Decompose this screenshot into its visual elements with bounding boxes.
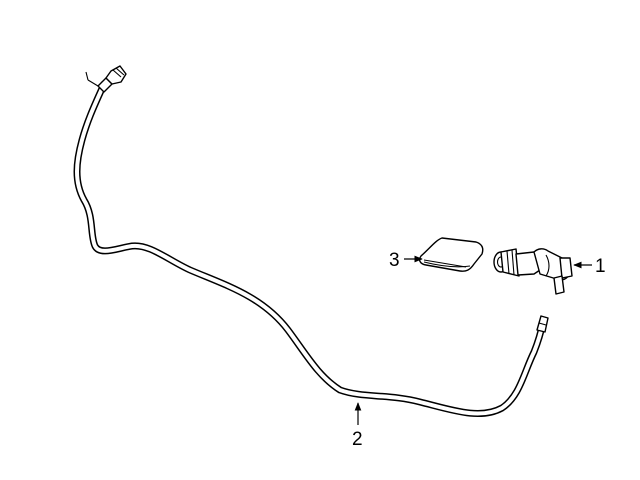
- nozzle-cover: [418, 237, 484, 272]
- hose-lower-end-fitting: [536, 315, 549, 333]
- washer-hose: [73, 80, 547, 418]
- washer-nozzle: [493, 248, 573, 295]
- callout-2-label: 2: [352, 429, 363, 450]
- callout-3-label: 3: [389, 250, 400, 271]
- callout-1-label: 1: [595, 256, 606, 277]
- hose-upper-connector: [85, 65, 127, 93]
